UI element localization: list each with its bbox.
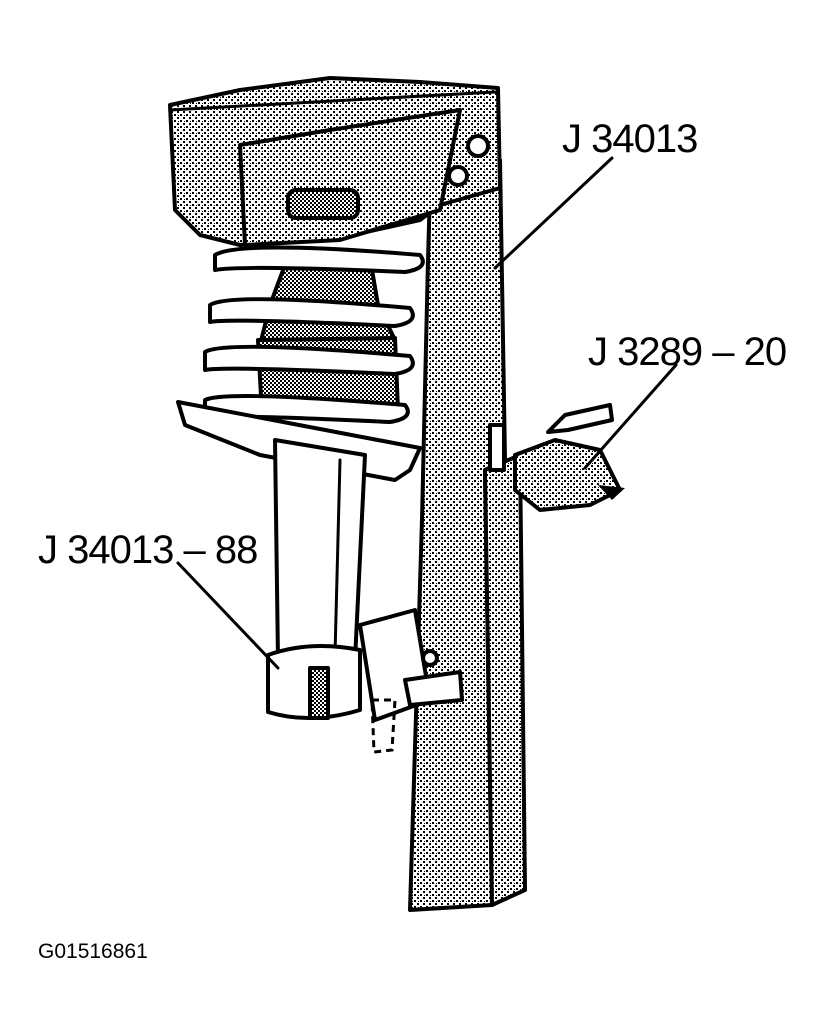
label-fixture: J 34013 [562,117,697,161]
strut-body [273,438,367,662]
label-clamp-tool: J 3289 – 20 [588,330,786,374]
mount-bolt-top [466,134,490,158]
mount-bolt-lower [447,165,469,187]
figure-id: G01516861 [38,940,148,963]
strut-nut [286,188,360,220]
upper-mount-plate [168,76,502,247]
leader-line-fixture [493,156,614,270]
strut-adapter [266,608,464,754]
label-adapter: J 34013 – 88 [38,528,257,572]
coil-spring [203,245,425,424]
leader-line-adapter [176,561,280,670]
fixture-column [408,158,527,912]
leader-line-clamp [583,363,678,470]
